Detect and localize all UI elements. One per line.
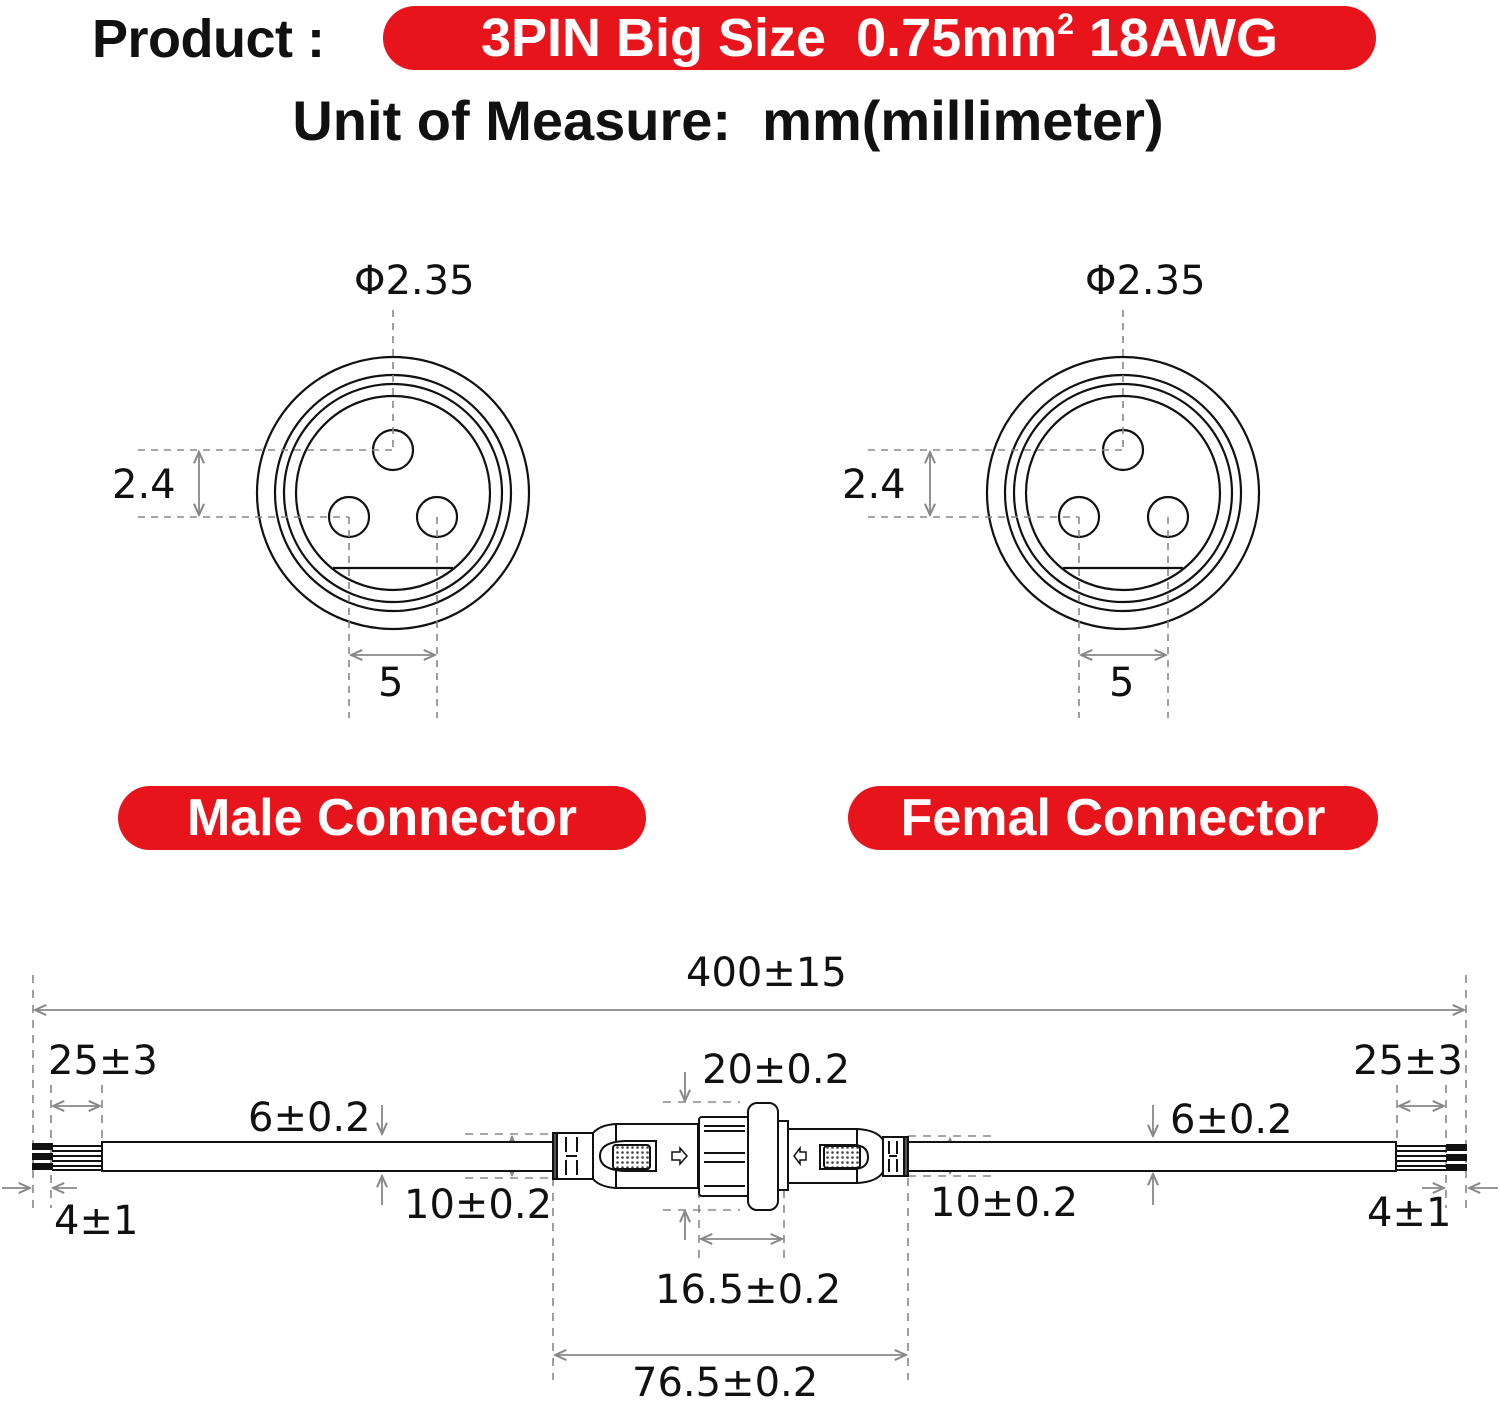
male-connector-badge: Male Connector	[118, 786, 646, 850]
left-strip-length-label: 25±3	[48, 1038, 158, 1084]
right-tin-length-label: 4±1	[1367, 1190, 1452, 1236]
male-vertical-spacing-label: 2.4	[112, 462, 176, 508]
left-tin-length-label: 4±1	[54, 1198, 139, 1244]
product-spec-text: 3PIN Big Size 0.75mm	[481, 8, 1058, 68]
header: Product : 3PIN Big Size 0.75mm2 18AWG	[0, 0, 1500, 80]
product-spec-superscript: 2	[1057, 8, 1074, 41]
connector-body	[552, 1102, 909, 1211]
unit-of-measure: Unit of Measure: mm(millimeter)	[292, 89, 1164, 152]
female-vertical-spacing-label: 2.4	[842, 462, 906, 508]
nut-diameter-label: 20±0.2	[702, 1047, 851, 1093]
left-cable-diameter-label: 6±0.2	[248, 1095, 371, 1141]
product-label: Product :	[92, 9, 325, 69]
male-dimension-lines	[138, 310, 438, 718]
male-connector-face	[255, 355, 531, 631]
total-length-label: 400±15	[686, 950, 847, 996]
female-connector-badge: Femal Connector	[848, 786, 1378, 850]
right-cable	[905, 1141, 1467, 1172]
female-connector-face	[985, 355, 1261, 631]
nut-length-label: 16.5±0.2	[655, 1267, 842, 1313]
female-pin-diameter-label: Φ2.35	[1085, 258, 1206, 304]
right-cable-diameter-label: 6±0.2	[1170, 1097, 1293, 1143]
male-horizontal-spacing-label: 5	[378, 660, 404, 706]
cable-dimension-extensions	[32, 975, 1467, 1380]
right-strip-length-label: 25±3	[1353, 1038, 1463, 1084]
female-horizontal-spacing-label: 5	[1109, 660, 1135, 706]
left-cable	[32, 1141, 555, 1172]
assembly-length-label: 76.5±0.2	[632, 1360, 819, 1406]
product-spec-badge: 3PIN Big Size 0.75mm2 18AWG	[383, 6, 1376, 70]
female-dimension-lines	[868, 310, 1169, 718]
right-connector-diameter-label: 10±0.2	[930, 1180, 1079, 1226]
male-pin-diameter-label: Φ2.35	[354, 258, 475, 304]
product-spec-suffix: 18AWG	[1073, 8, 1278, 68]
left-connector-diameter-label: 10±0.2	[404, 1182, 553, 1228]
